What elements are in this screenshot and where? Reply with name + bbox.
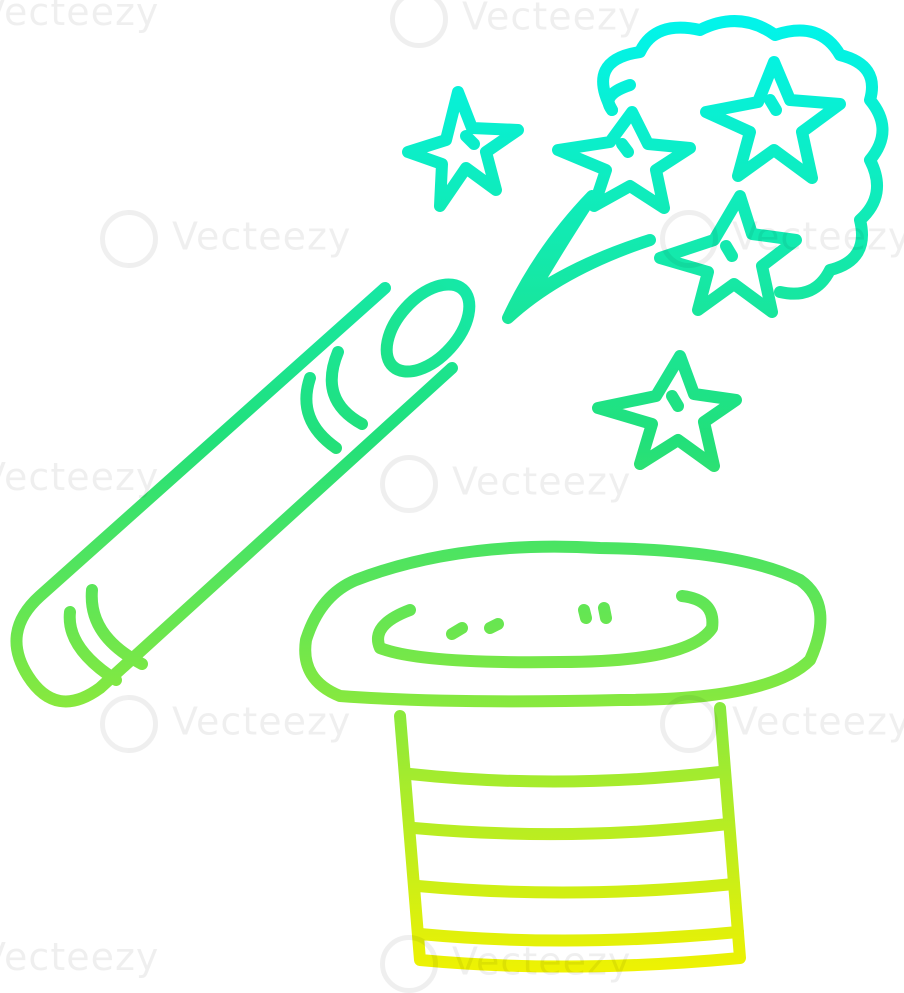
hat-band-1	[404, 766, 726, 788]
wand-band-top-2	[300, 372, 342, 454]
star-sparkle-3	[764, 94, 782, 116]
star-small-left	[402, 86, 524, 212]
wand-band-bottom	[85, 584, 148, 670]
wand-tip	[380, 278, 476, 378]
star-sparkle-1	[460, 130, 480, 150]
hat-band-4	[414, 926, 744, 947]
star-sparkle-4	[720, 240, 738, 262]
star-sparkle-5	[666, 390, 684, 412]
star-bottom	[592, 350, 742, 472]
wand-body	[10, 282, 458, 708]
wand-band-bottom-2	[63, 606, 122, 686]
cloud-outline	[597, 15, 889, 300]
hat-highlight-1	[446, 622, 468, 640]
star-sparkle-2	[616, 138, 634, 158]
hat-highlight-3	[578, 604, 592, 624]
top-hat	[299, 540, 827, 973]
wand-band-top	[325, 346, 368, 430]
hat-highlight-4	[598, 602, 612, 624]
hat-brim	[299, 540, 827, 708]
hat-band-2	[408, 818, 734, 841]
magic-stars	[402, 56, 846, 472]
magic-swoosh	[502, 190, 656, 324]
hat-brim-inner	[372, 590, 719, 669]
hat-crown	[394, 702, 746, 973]
cloud-inner-edge	[602, 79, 636, 116]
hat-band-3	[412, 878, 740, 899]
magic-wand	[10, 278, 476, 708]
hat-highlight-2	[484, 618, 504, 634]
star-left-center	[552, 106, 696, 214]
star-top-right	[700, 56, 846, 184]
star-middle	[654, 190, 802, 318]
magic-cloud	[597, 15, 889, 300]
